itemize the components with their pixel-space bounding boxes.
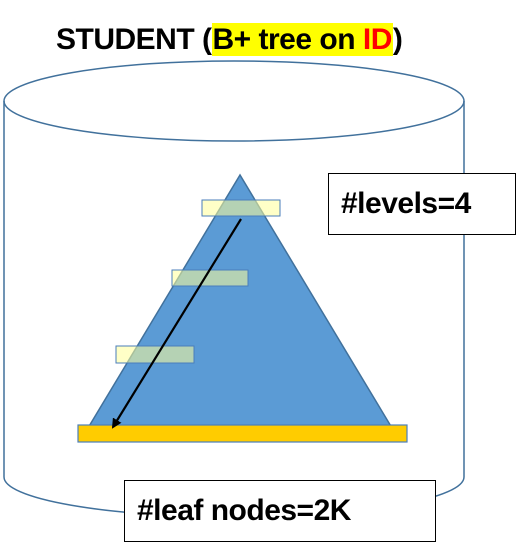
leaf-nodes-label: #leaf nodes=2K: [137, 494, 351, 527]
title-highlight-main: B+ tree on: [212, 23, 363, 56]
levels-label: #levels=4: [341, 187, 471, 220]
root-node: [201, 199, 281, 217]
leaf-level-bar: [77, 424, 408, 443]
levels-label-box: #levels=4: [328, 173, 516, 235]
internal-node-level-2: [171, 269, 249, 287]
cylinder-top: [3, 60, 465, 142]
diagram-title: STUDENT (B+ tree on ID): [56, 18, 403, 62]
traversal-arrow: [111, 218, 242, 429]
internal-node-level-3: [115, 345, 195, 364]
title-prefix: STUDENT (: [56, 23, 212, 56]
title-key: ID: [362, 23, 393, 56]
title-suffix: ): [392, 23, 403, 56]
title-highlight: B+ tree on ID: [211, 23, 393, 56]
leaf-nodes-label-box: #leaf nodes=2K: [124, 480, 436, 542]
